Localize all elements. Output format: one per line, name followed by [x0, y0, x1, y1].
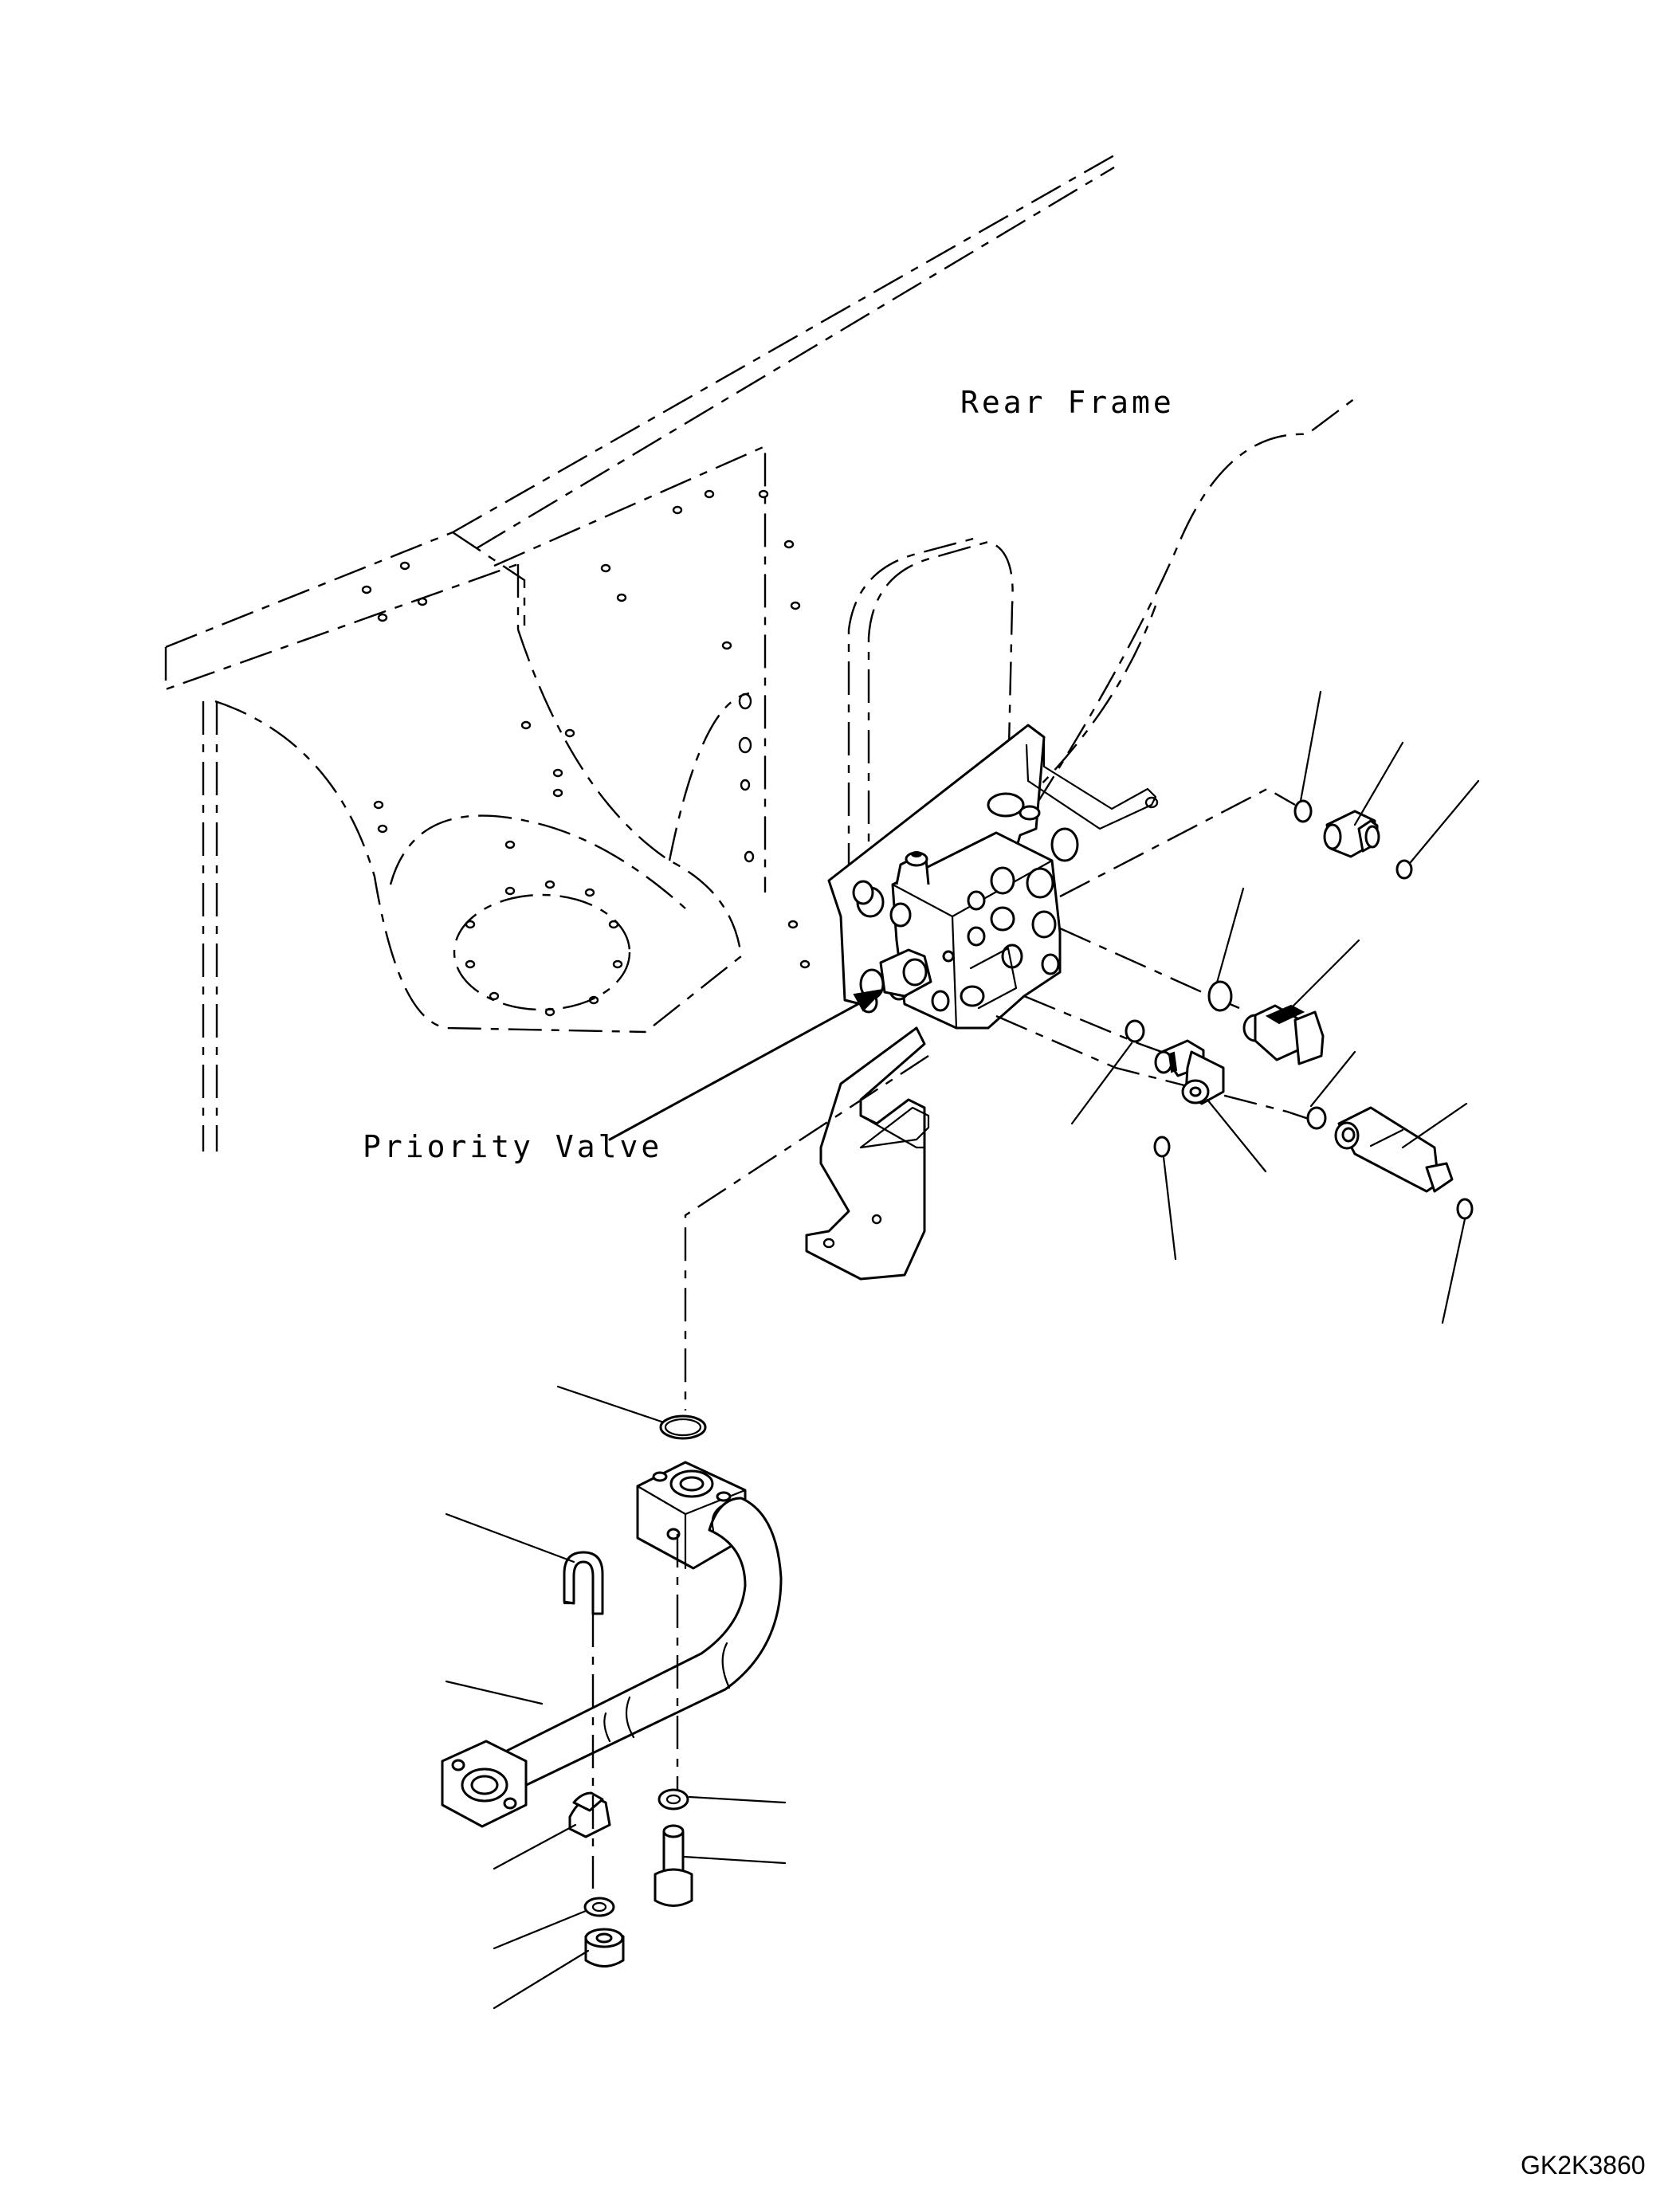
nut: [584, 1928, 625, 1967]
frame-holes: [361, 489, 811, 1017]
priority-valve-label: Priority Valve: [363, 1129, 662, 1164]
o-ring: [1293, 799, 1313, 823]
o-ring: [1306, 1106, 1327, 1130]
elbow-fitting: [1154, 1039, 1225, 1105]
bolt: [654, 1824, 693, 1907]
o-ring: [1125, 1019, 1145, 1043]
tube-clamp: [568, 1791, 611, 1838]
tube-assembly: [441, 1414, 783, 1828]
washer: [657, 1788, 689, 1811]
washer: [583, 1897, 615, 1917]
rear-frame-label: Rear Frame: [960, 385, 1175, 420]
leader-lines: [445, 690, 1480, 2010]
o-ring: [1207, 980, 1233, 1012]
o-ring: [1395, 859, 1413, 880]
priority-valve-arrow: [608, 988, 885, 1141]
drawing-code-label: GK2K3860: [1521, 2151, 1646, 2179]
hex-fitting: [1334, 1106, 1454, 1193]
rear-frame-outline: [164, 154, 1356, 1151]
straight-fitting: [1323, 810, 1380, 858]
clamp-hardware: [583, 1534, 693, 1967]
pressure-switch: [1242, 1004, 1325, 1065]
priority-valve-body: [852, 792, 1079, 1030]
o-ring: [1456, 1198, 1474, 1220]
u-bolt: [563, 1551, 604, 1615]
valve-fittings: [1125, 799, 1474, 1220]
o-ring: [659, 1414, 707, 1440]
o-ring: [1153, 1136, 1171, 1158]
